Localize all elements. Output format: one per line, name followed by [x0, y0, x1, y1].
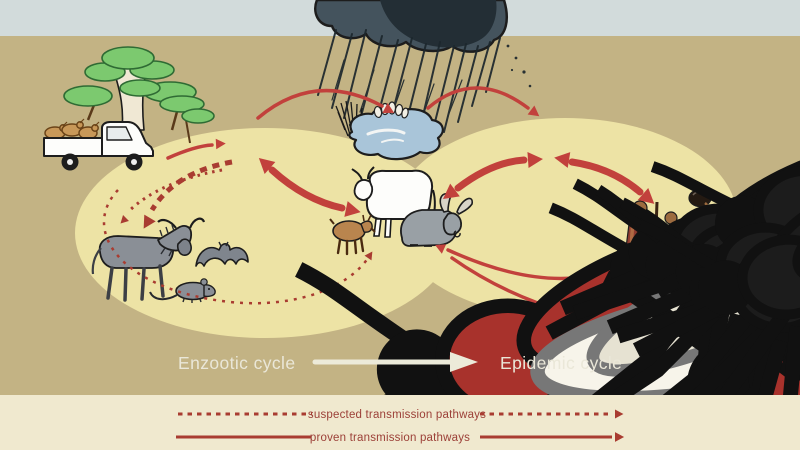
- water-pool-with-eggs: [335, 100, 444, 161]
- savanna-trees: [63, 46, 215, 144]
- legend-band: [0, 395, 800, 450]
- legend-proven-label: proven transmission pathways: [310, 432, 470, 444]
- wildebeest: [91, 217, 206, 302]
- livestock-truck: [43, 118, 154, 171]
- mosquito-eggs: [373, 101, 409, 119]
- goat: [329, 214, 376, 256]
- rat: [149, 278, 216, 303]
- legend-suspected-label: suspected transmission pathways: [308, 409, 486, 421]
- legend: suspected transmission pathways proven t…: [176, 409, 625, 444]
- buffalo: [400, 193, 473, 247]
- bat: [195, 241, 249, 267]
- cycle-transition-arrow: [312, 352, 478, 372]
- enzootic-cycle-label: Enzootic cycle: [178, 353, 295, 373]
- epidemic-cycle-label: Epidemic cycle: [500, 353, 622, 373]
- storm-cloud: [314, 0, 508, 53]
- livestock-in-truck: [44, 118, 100, 140]
